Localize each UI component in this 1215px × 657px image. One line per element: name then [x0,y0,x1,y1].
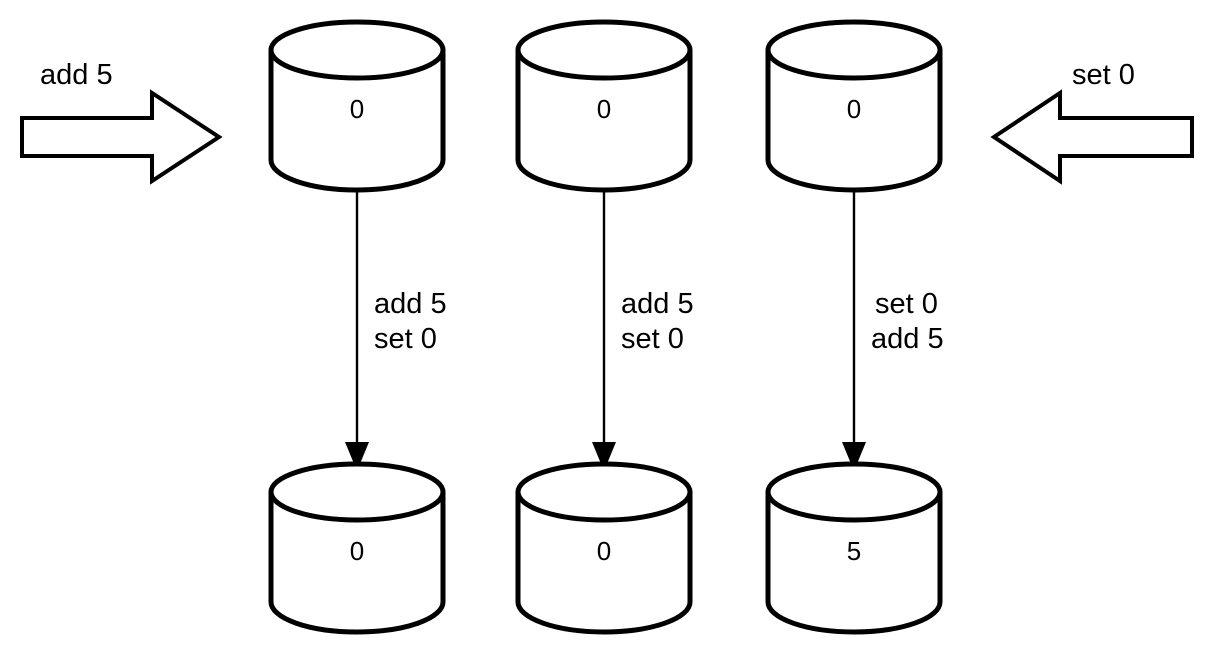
cylinder-top-ellipse [515,461,693,523]
replica-3-op-2: add 5 [871,323,944,355]
cylinder-top-ellipse [765,19,943,81]
replica-2-final-value: 0 [597,536,611,566]
cylinder-body [515,489,693,635]
replica-3-op-1: set 0 [875,288,938,320]
right-op-label: set 0 [1072,59,1135,91]
replica-2-op-2: set 0 [621,323,684,355]
replica-2-initial-value: 0 [597,94,611,124]
cylinder-body [515,47,693,193]
replica-3-final-value: 5 [847,536,861,566]
arrow-head-down-icon [842,442,866,471]
replica-1-initial-value: 0 [350,94,364,124]
cylinder-body [268,489,446,635]
cylinder-top-ellipse [268,19,446,81]
replica-3-initial-value: 0 [847,94,861,124]
block-arrow-right-icon [20,89,223,185]
replica-3-bottom-cylinder: 5 [765,461,943,635]
replica-3-connector [842,188,866,471]
replica-1-final-value: 0 [350,536,364,566]
arrow-head-down-icon [592,442,616,471]
replica-2-column: 0 add 5 set 0 0 [515,19,694,635]
replica-1-connector [345,188,369,471]
replica-2-top-cylinder: 0 [515,19,693,193]
cylinder-body [765,489,943,635]
right-block-arrow-group: set 0 [990,59,1194,185]
arrow-head-down-icon [345,442,369,471]
replica-1-op-2: set 0 [374,323,437,355]
replica-2-bottom-cylinder: 0 [515,461,693,635]
cylinder-body [765,47,943,193]
left-op-label: add 5 [40,59,113,91]
replica-1-column: 0 add 5 set 0 0 [268,19,447,635]
replica-3-top-cylinder: 0 [765,19,943,193]
cylinder-top-ellipse [515,19,693,81]
replica-2-op-1: add 5 [621,288,694,320]
replica-1-op-1: add 5 [374,288,447,320]
cylinder-top-ellipse [268,461,446,523]
replica-2-connector [592,188,616,471]
cylinder-body [268,47,446,193]
replica-1-bottom-cylinder: 0 [268,461,446,635]
replica-1-top-cylinder: 0 [268,19,446,193]
block-arrow-left-icon [990,89,1194,185]
replica-3-column: 0 set 0 add 5 5 [765,19,944,635]
cylinder-top-ellipse [765,461,943,523]
left-block-arrow-group: add 5 [20,59,223,185]
